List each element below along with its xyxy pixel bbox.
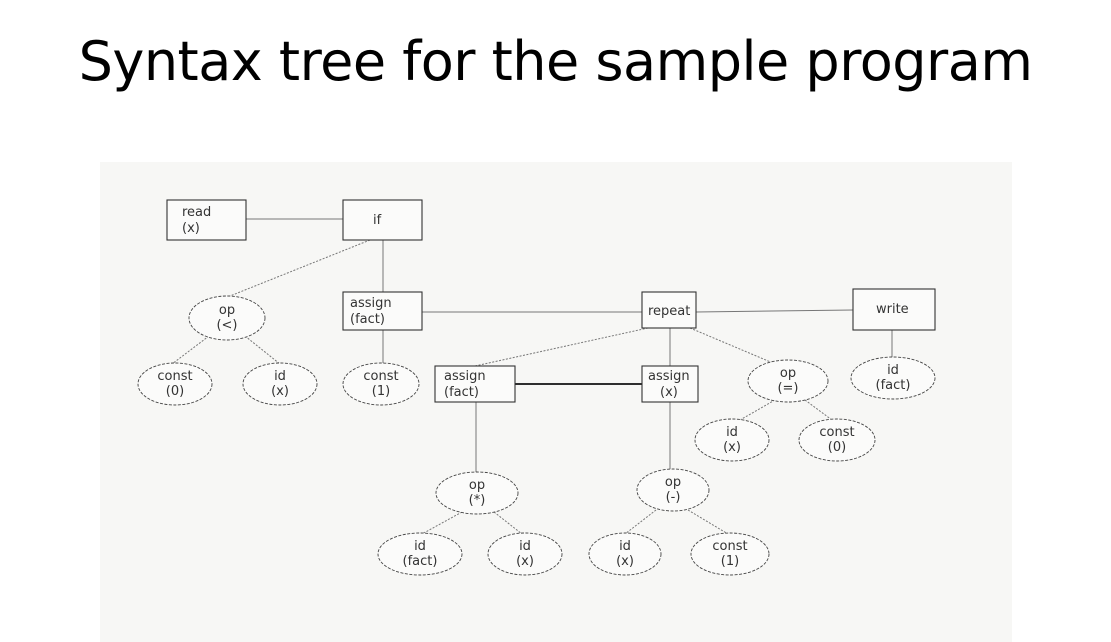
edge-op-sub-id-x — [624, 509, 657, 535]
node-write: write — [852, 288, 936, 331]
svg-text:(1): (1) — [721, 554, 739, 569]
node-id-x-a: id (x) — [242, 362, 318, 406]
svg-text:const: const — [363, 369, 398, 384]
svg-text:id: id — [887, 363, 899, 378]
svg-text:const: const — [819, 425, 854, 440]
svg-text:repeat: repeat — [648, 304, 690, 319]
svg-text:assign: assign — [444, 369, 486, 384]
edge-if-op-lt — [224, 239, 371, 299]
svg-text:(-): (-) — [666, 490, 681, 505]
svg-text:(x): (x) — [182, 221, 200, 236]
edge-repeat-op-eq — [689, 327, 781, 367]
node-repeat: repeat — [641, 291, 697, 329]
svg-text:(fact): (fact) — [403, 554, 438, 569]
edge-repeat-write — [695, 309, 854, 313]
svg-text:(x): (x) — [723, 440, 741, 455]
svg-text:id: id — [274, 369, 286, 384]
svg-text:op: op — [780, 366, 796, 381]
svg-text:if: if — [373, 213, 382, 228]
svg-text:id: id — [726, 425, 738, 440]
svg-text:(=): (=) — [777, 381, 798, 396]
edge-op-eq-id — [739, 399, 776, 421]
node-id-fact-c: id (fact) — [377, 532, 463, 576]
svg-text:(fact): (fact) — [350, 312, 385, 327]
syntax-tree-svg: read (x) if assign (fact) repeat write a… — [137, 199, 936, 576]
slide-title: Syntax tree for the sample program — [78, 30, 1033, 93]
node-if: if — [342, 199, 423, 241]
svg-text:(x): (x) — [616, 554, 634, 569]
syntax-tree-diagram: read (x) if assign (fact) repeat write a… — [100, 162, 1012, 642]
svg-text:op: op — [469, 478, 485, 493]
edge-op-mul-id-fact — [421, 511, 463, 535]
svg-text:(x): (x) — [516, 554, 534, 569]
node-assign-fact-1: assign (fact) — [342, 291, 423, 331]
svg-text:id: id — [414, 539, 426, 554]
node-const-1b: const (1) — [690, 532, 770, 576]
svg-text:(x): (x) — [271, 384, 289, 399]
svg-text:(0): (0) — [828, 440, 846, 455]
edge-repeat-assign-fact — [474, 327, 649, 367]
edge-op-sub-const — [687, 509, 729, 535]
node-read: read (x) — [166, 199, 247, 241]
svg-text:op: op — [219, 303, 235, 318]
tree-edges — [171, 218, 893, 535]
edge-op-eq-const — [804, 399, 833, 421]
edge-op-lt-id — [244, 335, 281, 365]
svg-text:const: const — [712, 539, 747, 554]
svg-text:read: read — [182, 205, 211, 220]
node-id-x-d: id (x) — [588, 532, 662, 576]
svg-text:(1): (1) — [372, 384, 390, 399]
node-op-sub: op (-) — [636, 468, 710, 512]
svg-text:assign: assign — [350, 296, 392, 311]
svg-text:(fact): (fact) — [876, 378, 911, 393]
node-const-1a: const (1) — [342, 362, 420, 406]
svg-text:(x): (x) — [660, 385, 678, 400]
node-id-x-c: id (x) — [487, 532, 563, 576]
node-id-fact-w: id (fact) — [850, 356, 936, 400]
node-const-0b: const (0) — [798, 418, 876, 462]
edge-op-lt-const — [171, 335, 210, 365]
node-assign-fact-2: assign (fact) — [434, 365, 516, 403]
svg-text:write: write — [876, 302, 909, 317]
svg-text:(0): (0) — [166, 384, 184, 399]
svg-text:(fact): (fact) — [444, 385, 479, 400]
node-id-x-b: id (x) — [694, 418, 770, 462]
node-op-eq: op (=) — [747, 359, 829, 403]
svg-text:id: id — [519, 539, 531, 554]
node-op-mul: op (*) — [435, 471, 519, 515]
svg-text:assign: assign — [648, 369, 690, 384]
svg-text:(*): (*) — [469, 493, 486, 508]
edge-op-mul-id-x — [493, 511, 523, 535]
node-const-0a: const (0) — [137, 362, 213, 406]
svg-text:(<): (<) — [216, 318, 237, 333]
svg-text:op: op — [665, 475, 681, 490]
node-op-lt: op (<) — [188, 295, 266, 341]
node-assign-x: assign (x) — [641, 365, 699, 403]
svg-text:id: id — [619, 539, 631, 554]
svg-text:const: const — [157, 369, 192, 384]
